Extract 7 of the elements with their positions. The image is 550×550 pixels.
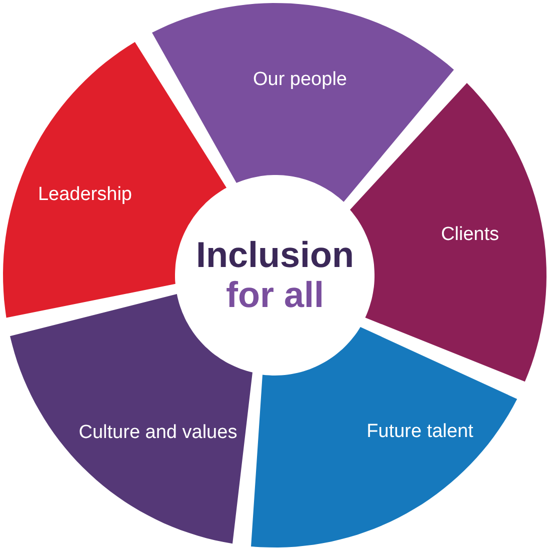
segment-label: Future talent: [366, 420, 474, 443]
segment-label: Clients: [440, 224, 500, 246]
segment-label: Culture and values: [78, 422, 238, 444]
segment-label: Leadership: [38, 184, 132, 206]
center-title: Inclusion: [196, 235, 354, 275]
center-title: for all: [226, 275, 324, 315]
segment-label: Our people: [252, 68, 347, 91]
